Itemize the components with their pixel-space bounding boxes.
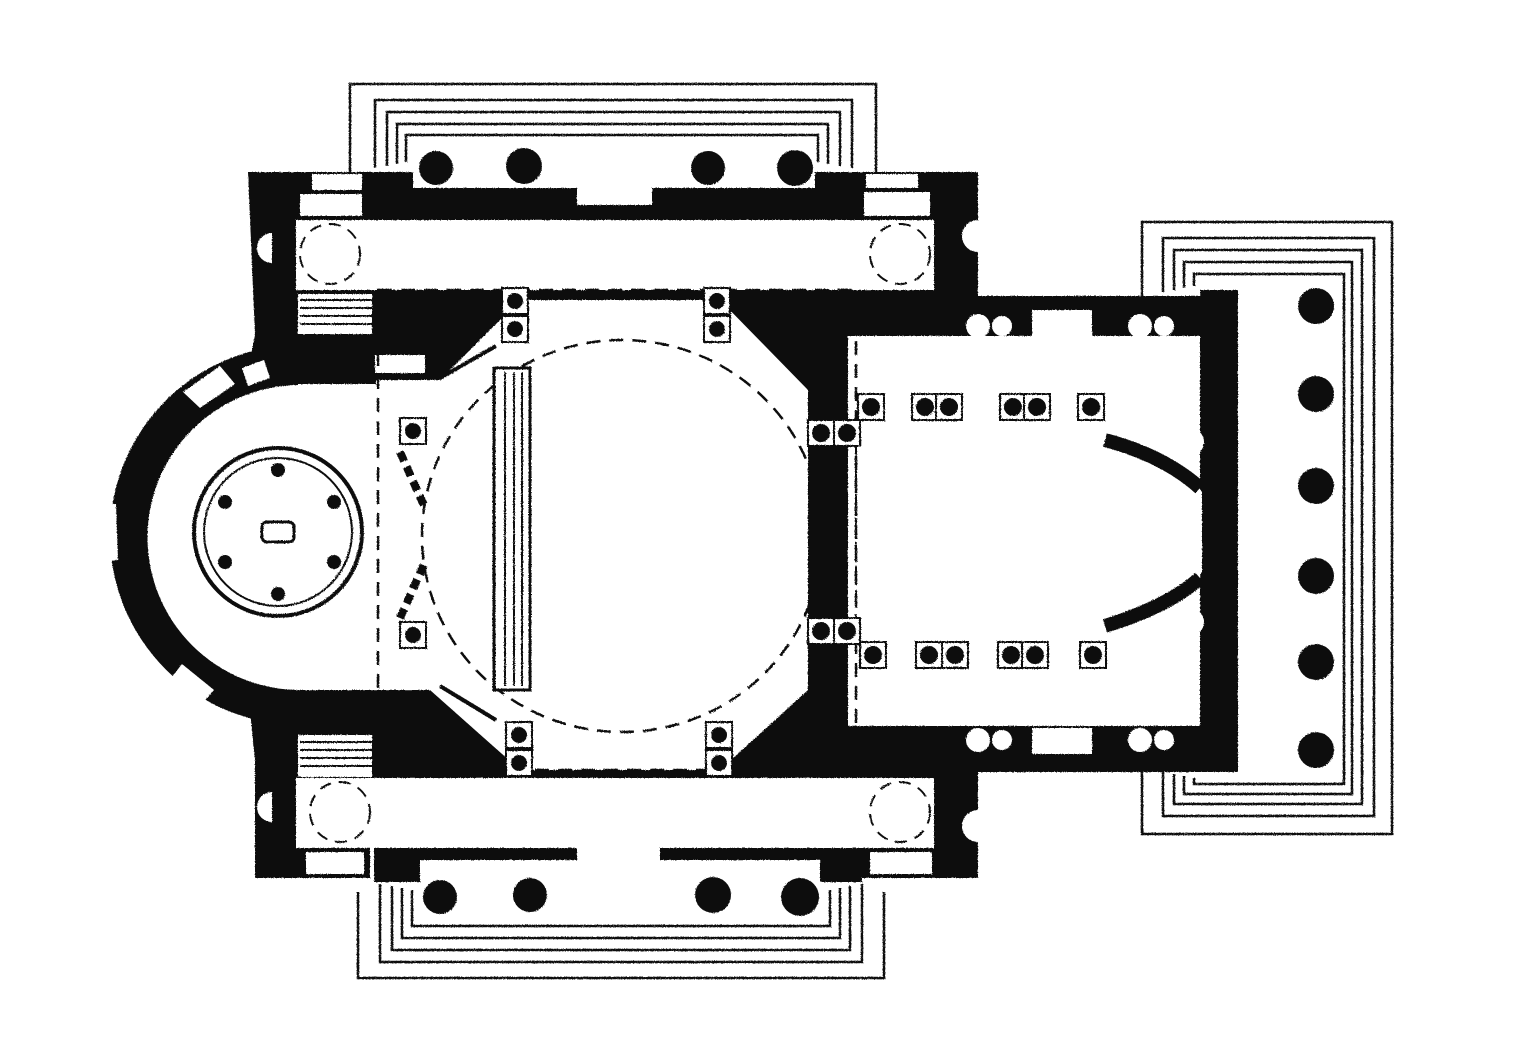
pier [833, 617, 861, 645]
pier [915, 641, 943, 669]
column-icon [1298, 644, 1334, 680]
north-portico-steps [348, 82, 878, 172]
corner-domes [299, 223, 931, 843]
iconostasis [396, 344, 532, 722]
pier [911, 393, 939, 421]
column-icon [218, 555, 232, 569]
pier [399, 621, 427, 649]
column-icon [506, 148, 542, 184]
pier [501, 287, 529, 315]
pier [705, 721, 733, 749]
column-icon [513, 878, 547, 912]
apse-windows [94, 360, 270, 708]
column-icon [777, 150, 813, 186]
wall-niches [257, 220, 1204, 842]
altar-icon [260, 520, 296, 544]
apse-rotunda [192, 446, 364, 618]
pier [501, 315, 529, 343]
column-icon [691, 151, 725, 185]
pier [1079, 641, 1107, 669]
north-portico [348, 82, 878, 205]
pier [807, 617, 835, 645]
south-portico-steps [356, 880, 886, 980]
pier [399, 417, 427, 445]
pier [1021, 641, 1049, 669]
pier [941, 641, 969, 669]
pier [505, 749, 533, 777]
column-icon [1298, 376, 1334, 412]
column-icon [327, 555, 341, 569]
pier [703, 315, 731, 343]
east-portico-steps [1140, 220, 1394, 836]
pier [1023, 393, 1051, 421]
interior-spaces [147, 174, 1200, 892]
south-portico-columns [423, 877, 819, 916]
pier [833, 419, 861, 447]
pier [505, 721, 533, 749]
east-portico [1140, 220, 1394, 836]
column-icon [271, 587, 285, 601]
pier [857, 393, 885, 421]
north-portico-columns [419, 148, 813, 186]
column-icon [695, 877, 731, 913]
column-icon [423, 880, 457, 914]
nave-east-recesses [1102, 433, 1205, 633]
column-icon [327, 495, 341, 509]
column-icon [1298, 468, 1334, 504]
pier [999, 393, 1027, 421]
nave-vault-lines [819, 445, 857, 623]
pier [705, 749, 733, 777]
column-icon [1298, 558, 1334, 594]
east-portico-columns [1298, 288, 1334, 768]
rotunda-columns [218, 463, 341, 601]
column-icon [419, 151, 453, 185]
pier [859, 641, 887, 669]
column-icon [271, 463, 285, 477]
pier [997, 641, 1025, 669]
pier [935, 393, 963, 421]
pier-pairs [399, 287, 1107, 777]
pier [703, 287, 731, 315]
column-icon [218, 495, 232, 509]
stair-treads [300, 299, 372, 767]
column-icon [781, 878, 819, 916]
pier [1077, 393, 1105, 421]
column-icon [1298, 288, 1334, 324]
pier [807, 419, 835, 447]
column-icon [1298, 732, 1334, 768]
south-portico [356, 848, 886, 980]
